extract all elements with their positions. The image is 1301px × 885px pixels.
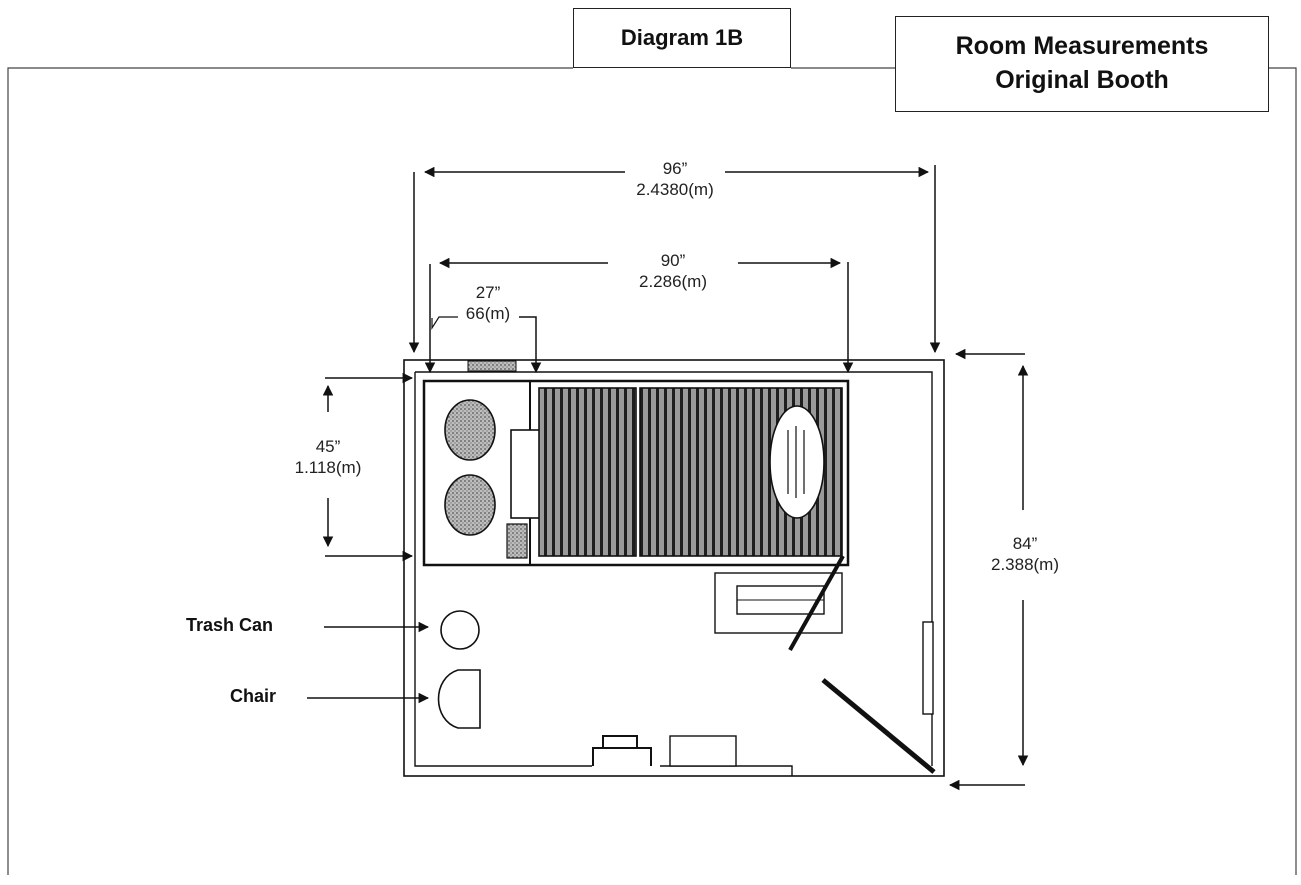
room-depth-dimension: 84” 2.388(m) <box>975 533 1075 576</box>
room-measurements-label: Room Measurements Original Booth <box>895 16 1269 112</box>
inner-width-imperial: 90” <box>660 251 686 270</box>
stool <box>592 735 652 766</box>
side-table <box>714 572 843 634</box>
door-leaf-lower <box>821 678 936 774</box>
booth-inner-wall <box>414 371 933 776</box>
diagram-label: Diagram 1B <box>573 8 791 68</box>
overall-width-dimension: 96” 2.4380(m) <box>615 158 735 201</box>
desk-gap-imperial: 27” <box>475 283 501 302</box>
small-device <box>506 523 528 559</box>
cabinet <box>669 735 737 767</box>
room-depth-imperial: 84” <box>1012 534 1038 553</box>
oval-object <box>769 405 825 519</box>
desk-depth-dimension: 45” 1.118(m) <box>278 436 378 479</box>
chair-label: Chair <box>230 686 277 706</box>
speaker-bottom <box>444 474 496 536</box>
chair-shape <box>437 669 481 729</box>
desk <box>422 379 850 567</box>
overall-width-metric: 2.4380(m) <box>636 180 714 200</box>
door-leaf-upper <box>788 555 845 651</box>
desk-gap-dimension: 27” 66(m) <box>448 282 528 325</box>
inner-width-dimension: 90” 2.286(m) <box>613 250 733 293</box>
desk-depth-metric: 1.118(m) <box>294 458 362 478</box>
booth-outer-wall <box>403 359 945 777</box>
equipment-panel-left <box>538 387 637 557</box>
desk-gap-metric: 66(m) <box>465 304 511 324</box>
room-label-line1: Room Measurements <box>955 32 1209 61</box>
overall-width-imperial: 96” <box>662 159 688 178</box>
room-label-line2: Original Booth <box>995 66 1169 94</box>
desk-depth-imperial: 45” <box>315 437 341 456</box>
door-panel <box>922 621 934 715</box>
trash-can-shape <box>440 610 480 650</box>
diagram-label-text: Diagram 1B <box>620 25 744 50</box>
window <box>467 360 517 372</box>
speaker-top <box>444 399 496 461</box>
inner-width-metric: 2.286(m) <box>638 272 708 292</box>
page-frame <box>7 67 1297 875</box>
room-depth-metric: 2.388(m) <box>990 555 1060 575</box>
trash-can-label: Trash Can <box>186 615 274 635</box>
